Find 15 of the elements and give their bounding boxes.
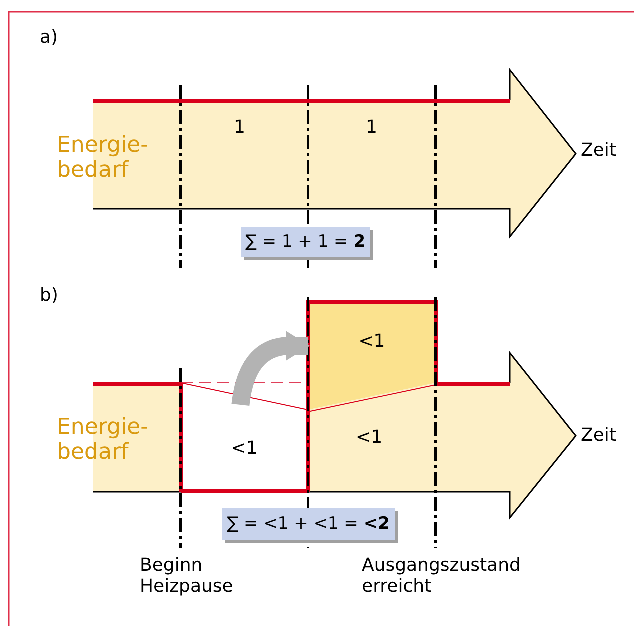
region-value: 1: [234, 118, 246, 139]
event-label: Beginn Heizpause: [140, 556, 234, 598]
event-label: Ausgangszustand erreicht: [362, 556, 522, 598]
axis-label: Zeit: [581, 426, 616, 447]
axis-label: Zeit: [581, 141, 616, 162]
region-value: <1: [356, 428, 383, 449]
panel-label: b): [40, 286, 58, 307]
panel-label: a): [40, 28, 58, 49]
sum-box: ∑ = 1 + 1 = 2: [241, 227, 370, 257]
axis-label: Energie- bedarf: [57, 415, 147, 466]
energy-region: <1: [181, 405, 308, 492]
sum-box: ∑ = <1 + <1 = <2: [222, 508, 395, 540]
region-value: 1: [366, 118, 378, 139]
axis-label: Energie- bedarf: [57, 133, 147, 184]
curved-arrow: [232, 331, 310, 406]
